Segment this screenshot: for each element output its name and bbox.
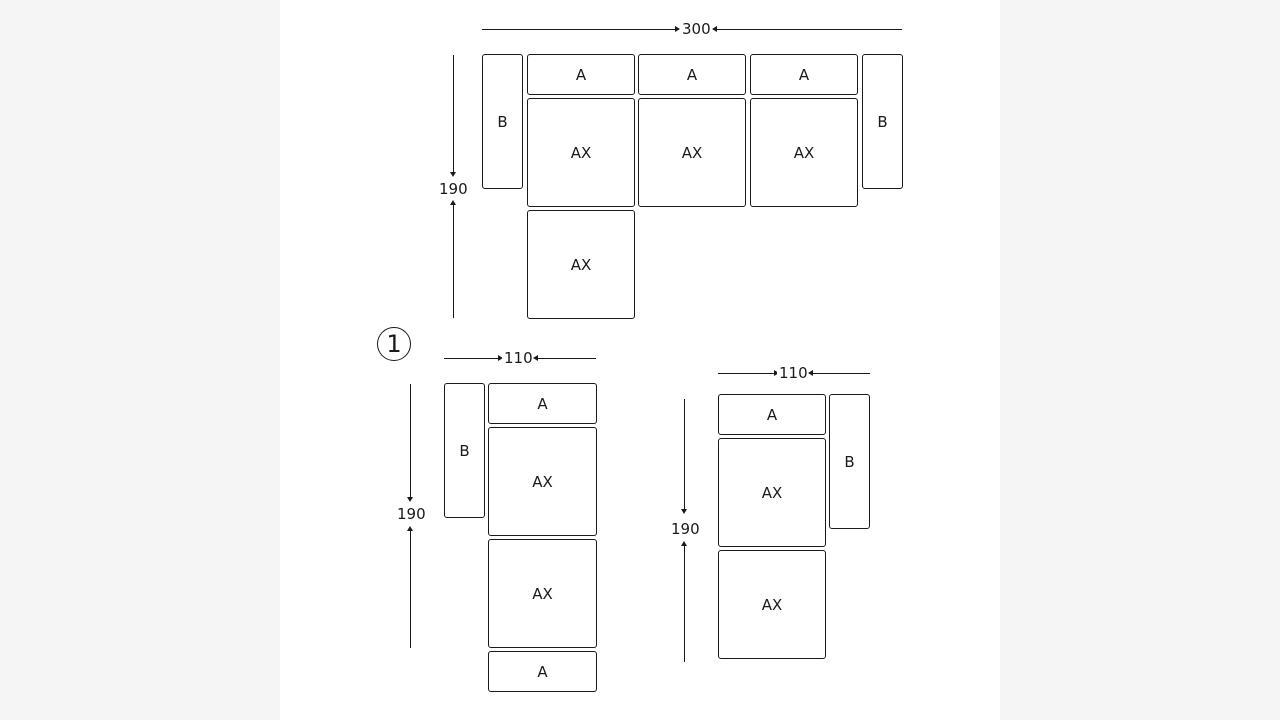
width-dimension-line-left: [444, 358, 500, 359]
depth-dimension-line-bottom: [684, 546, 685, 662]
module-b: B: [862, 54, 903, 189]
width-dimension-label: 110: [502, 349, 535, 367]
module-ax: AX: [638, 98, 746, 207]
layout-number-badge: 1: [377, 327, 411, 361]
depth-dimension-line-bottom: [453, 205, 454, 318]
width-arrow-icon: [498, 355, 503, 361]
module-ax: AX: [718, 550, 826, 659]
depth-arrow-icon: [407, 497, 413, 502]
depth-dimension-label: 190: [437, 180, 470, 198]
module-ax: AX: [718, 438, 826, 547]
module-b: B: [829, 394, 870, 529]
module-a: A: [527, 54, 635, 95]
width-dimension-line-right: [717, 29, 902, 30]
width-arrow-icon: [533, 355, 538, 361]
module-a: A: [718, 394, 826, 435]
width-arrow-icon: [774, 370, 779, 376]
depth-arrow-icon: [450, 172, 456, 177]
depth-arrow-icon: [407, 526, 413, 531]
depth-dimension-label: 190: [395, 505, 428, 523]
width-dimension-line-left: [482, 29, 677, 30]
width-arrow-icon: [675, 26, 680, 32]
module-ax: AX: [488, 427, 597, 536]
depth-arrow-icon: [681, 509, 687, 514]
module-ax: AX: [750, 98, 858, 207]
width-arrow-icon: [808, 370, 813, 376]
width-arrow-icon: [712, 26, 717, 32]
depth-arrow-icon: [681, 541, 687, 546]
module-a: A: [488, 383, 597, 424]
module-ax: AX: [488, 539, 597, 648]
module-a: A: [638, 54, 746, 95]
module-a: A: [488, 651, 597, 692]
depth-dimension-line-bottom: [410, 531, 411, 648]
module-ax: AX: [527, 210, 635, 319]
module-b: B: [482, 54, 523, 189]
depth-dimension-line-top: [453, 55, 454, 173]
depth-arrow-icon: [450, 200, 456, 205]
width-dimension-label: 300: [680, 20, 713, 38]
depth-dimension-line-top: [684, 399, 685, 510]
width-dimension-label: 110: [777, 364, 810, 382]
width-dimension-line-left: [718, 373, 776, 374]
width-dimension-line-right: [813, 373, 870, 374]
module-b: B: [444, 383, 485, 518]
diagram-canvas: 300 190 B A A A B AX AX AX AX 1 110 190: [280, 0, 1000, 720]
depth-dimension-line-top: [410, 384, 411, 499]
width-dimension-line-right: [538, 358, 596, 359]
module-ax: AX: [527, 98, 635, 207]
depth-dimension-label: 190: [669, 520, 702, 538]
module-a: A: [750, 54, 858, 95]
